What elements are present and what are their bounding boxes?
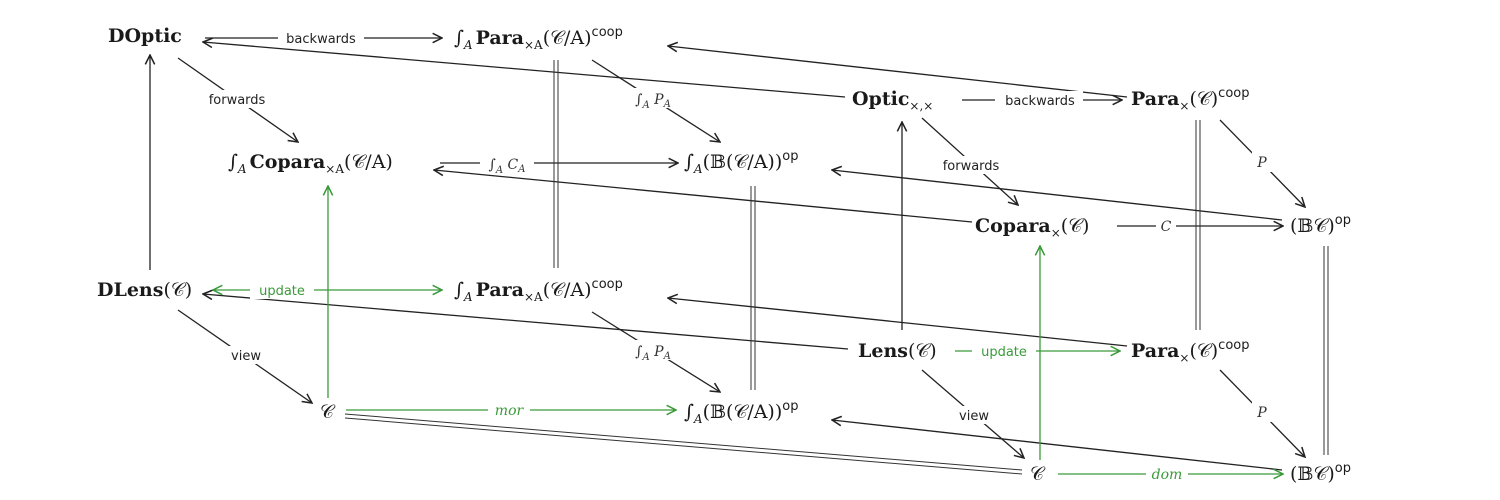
node-para-bot: Para×(𝒞)coop [1131,338,1249,365]
label-p-1: P [1256,155,1267,171]
node-int-b-top: ∫A(𝔹(𝒞/A))op [684,149,798,176]
double-line-para [1195,120,1201,330]
label-backwards-2: backwards [1005,94,1075,109]
double-line-int-b [750,186,756,390]
double-line-bc [1323,246,1329,455]
label-backwards-1: backwards [286,32,356,47]
double-line-c-c [344,413,1023,475]
arrow-optic-to-doptic [203,42,846,98]
node-int-b-bot: ∫A(𝔹(𝒞/A))op [684,399,798,426]
arrow-lens-to-dlens [203,294,849,350]
node-bc-bot: (𝔹𝒞)op [1290,461,1351,485]
arrow-para-bot-to-int-para-bot [668,298,1128,347]
label-forwards-1: forwards [209,93,266,108]
double-line-int-para [553,60,559,268]
label-p-2: P [1256,405,1267,421]
label-dom: dom [1152,467,1183,483]
arrow-copara-to-int-copara [434,170,973,223]
node-dlens: DLens(𝒞) [97,279,192,301]
label-view-1: view [231,349,261,364]
node-copara: Copara×(𝒞) [975,215,1089,240]
node-para-top: Para×(𝒞)coop [1131,86,1249,113]
node-lens: Lens(𝒞) [858,340,937,362]
arrow-para-to-int-para [668,46,1128,98]
arrow-bc-to-int-b-top [832,170,1283,221]
node-c-right: 𝒞 [1030,463,1046,485]
label-mor: mor [495,403,525,419]
label-update-2: update [981,345,1027,360]
node-bc-top: (𝔹𝒞)op [1290,213,1351,237]
label-update-1: update [259,284,305,299]
label-forwards-2: forwards [943,159,1000,174]
node-doptic: DOptic [108,25,182,47]
node-optic: Optic×,× [852,88,933,113]
label-view-2: view [959,409,989,424]
node-c-left: 𝒞 [320,401,336,423]
arrow-bc-bot-to-int-b-bot [832,420,1283,471]
label-c-arrow: C [1161,219,1172,235]
